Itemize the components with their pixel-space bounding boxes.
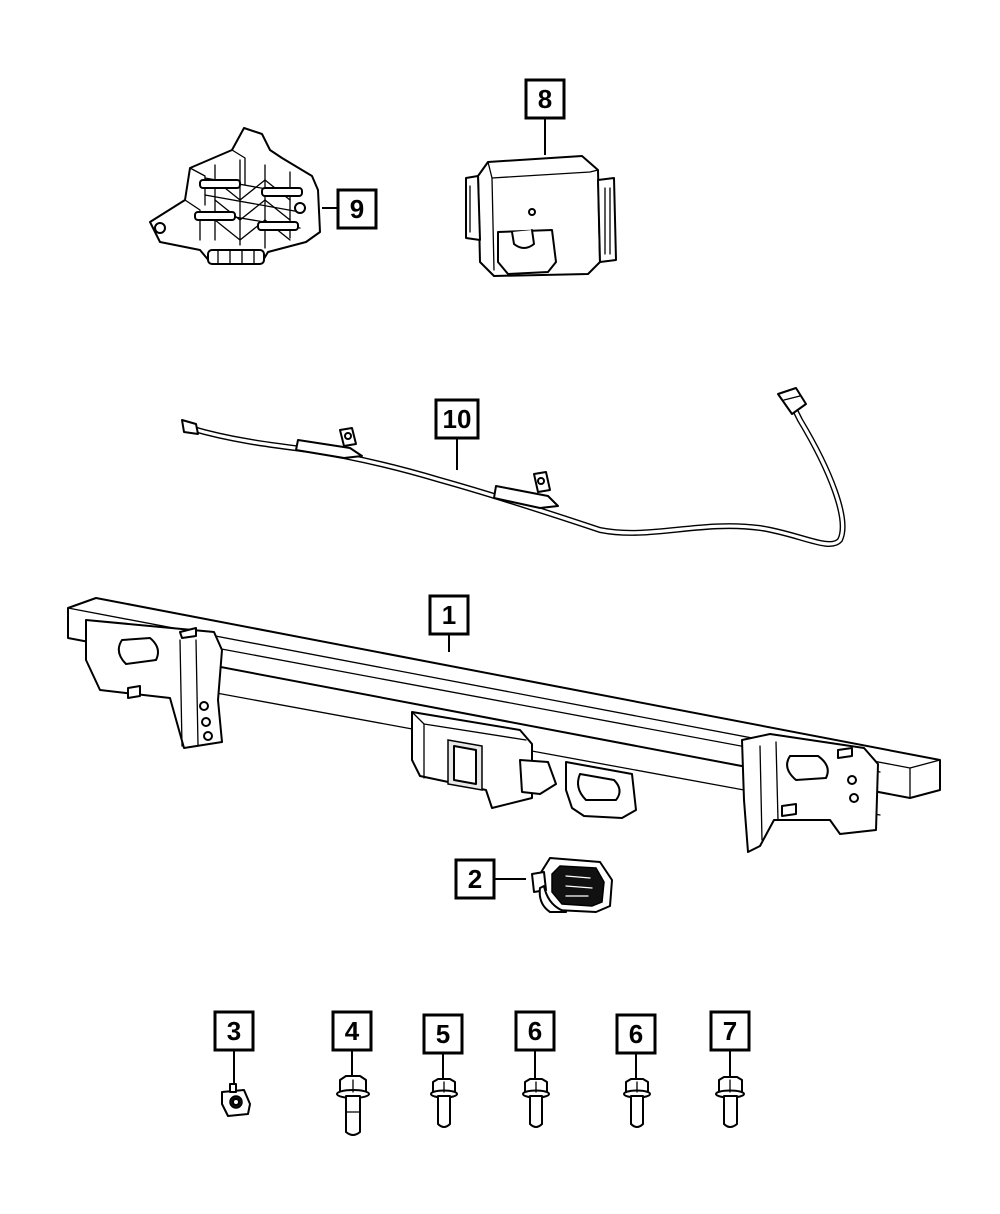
part-9-module-bracket (149, 127, 321, 265)
callout-8-label: 8 (538, 84, 552, 114)
callout-9: 9 (336, 188, 378, 230)
callout-3: 3 (213, 1010, 255, 1052)
part-6-bolt-a (522, 1078, 550, 1128)
part-10-wiring-harness (181, 387, 846, 547)
part-5-bolt (430, 1078, 458, 1128)
part-2-trailer-connector (531, 857, 613, 913)
part-6-bolt-b (623, 1078, 651, 1128)
part-1-hitch-receiver (67, 597, 941, 853)
part-3-clip-nut (221, 1083, 251, 1117)
callout-10: 10 (434, 398, 480, 440)
callout-7: 7 (709, 1010, 751, 1052)
callout-4: 4 (331, 1010, 373, 1052)
callout-1-label: 1 (442, 600, 456, 630)
callout-6b-label: 6 (629, 1019, 643, 1049)
part-4-bolt (336, 1075, 370, 1136)
callout-2: 2 (454, 858, 496, 900)
callout-5-label: 5 (436, 1019, 450, 1049)
callout-6b: 6 (615, 1013, 657, 1055)
callout-10-label: 10 (443, 404, 472, 434)
callout-2-label: 2 (468, 864, 482, 894)
part-8-trailer-module (465, 155, 617, 277)
callout-9-label: 9 (350, 194, 364, 224)
callout-7-label: 7 (723, 1016, 737, 1046)
callout-6a-label: 6 (528, 1016, 542, 1046)
callout-3-label: 3 (227, 1016, 241, 1046)
callout-5: 5 (422, 1013, 464, 1055)
callout-1: 1 (428, 594, 470, 636)
part-7-bolt (715, 1076, 745, 1128)
callout-8: 8 (524, 78, 566, 120)
callout-6a: 6 (514, 1010, 556, 1052)
callout-4-label: 4 (345, 1016, 360, 1046)
